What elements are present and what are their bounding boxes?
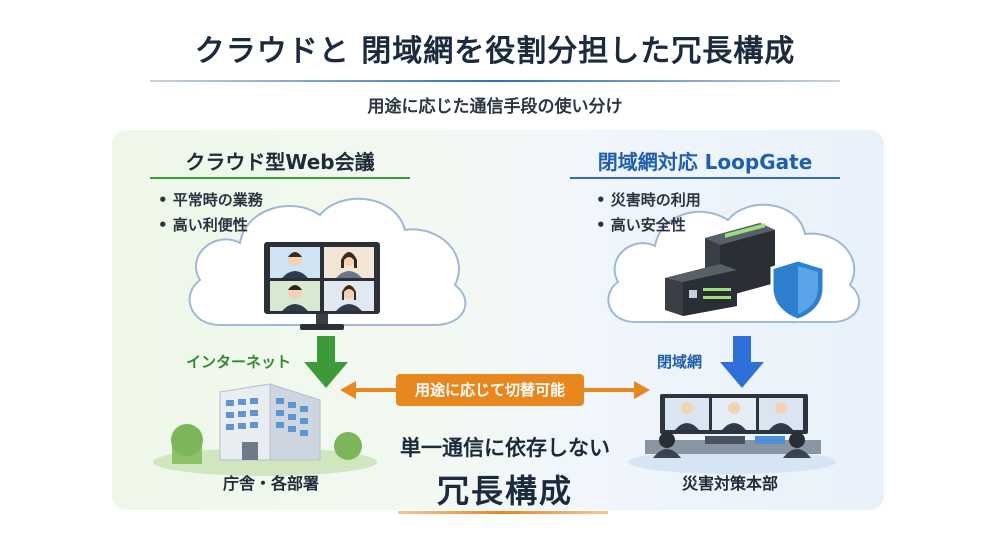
left-bullet: • 高い利便性 <box>158 216 248 234</box>
center-message-line2: 冗長構成 <box>436 472 573 510</box>
meeting-room-icon <box>628 394 836 474</box>
switch-label: 用途に応じて切替可能 <box>396 374 584 406</box>
closed-network-label: 閉域網 <box>657 353 703 371</box>
disaster-hq-label: 災害対策本部 <box>681 474 778 493</box>
loopgate-heading: 閉域網対応 LoopGate <box>597 150 813 174</box>
server-icon <box>665 223 775 316</box>
right-bullet: • 高い安全性 <box>596 216 686 234</box>
center-message-line1: 単一通信に依存しない <box>400 436 610 460</box>
video-conference-monitor-icon <box>264 242 380 330</box>
cloud-web-meeting-heading: クラウド型Web会議 <box>185 150 375 174</box>
shield-icon <box>770 258 826 322</box>
right-heading-underline <box>570 177 840 179</box>
center-message-underline <box>398 511 608 514</box>
office-building-icon <box>153 383 377 476</box>
page-subtitle: 用途に応じた通信手段の使い分け <box>367 97 623 117</box>
right-bullet: • 災害時の利用 <box>596 191 701 209</box>
down-arrow-icon <box>304 336 348 388</box>
office-label: 庁舎・各部署 <box>222 474 319 493</box>
page-title: クラウドと 閉域網を役割分担した冗長構成 <box>194 34 796 69</box>
left-bullet: • 平常時の業務 <box>158 191 263 209</box>
left-heading-underline <box>150 177 410 179</box>
down-arrow-icon <box>720 336 764 388</box>
internet-label: インターネット <box>186 353 292 371</box>
title-underline <box>150 80 840 82</box>
